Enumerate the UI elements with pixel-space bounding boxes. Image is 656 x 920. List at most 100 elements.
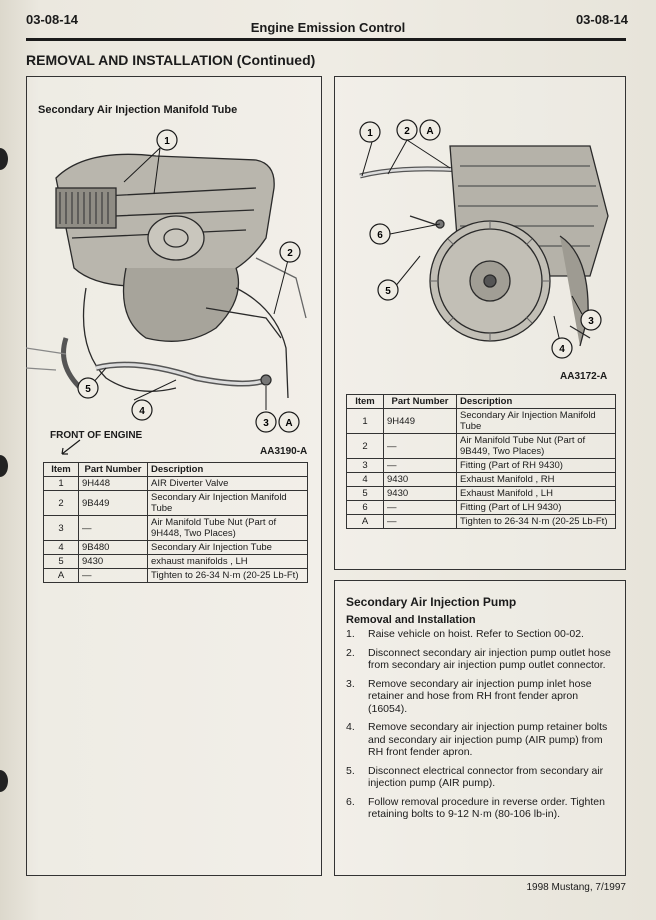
right-callout-4: 4	[559, 344, 565, 355]
part-number-cell: —	[78, 568, 148, 583]
right-callout-3: 3	[588, 316, 594, 327]
header-rule	[26, 38, 626, 41]
right-callout-5: 5	[385, 286, 391, 297]
list-item: 1. Raise vehicle on hoist. Refer to Secti…	[346, 628, 616, 641]
description-cell: Tighten to 26-34 N·m (20-25 Lb-Ft)	[147, 568, 308, 583]
item-cell: A	[43, 568, 79, 583]
right-callout-6: 6	[377, 230, 383, 241]
description-cell: Tighten to 26-34 N·m (20-25 Lb-Ft)	[456, 514, 616, 529]
table-row: 3—Fitting (Part of RH 9430)	[346, 458, 616, 473]
right-engine-illustration: 1 2 A 6 5 3 4	[359, 119, 609, 359]
description-cell: Air Manifold Tube Nut (Part of 9B449, Tw…	[456, 433, 616, 459]
table-row: 6—Fitting (Part of LH 9430)	[346, 500, 616, 515]
item-cell: 5	[346, 486, 384, 501]
item-cell: 4	[43, 540, 79, 555]
part-number-cell: 9B449	[78, 490, 148, 516]
step-number: 4.	[346, 721, 355, 733]
description-cell: Secondary Air Injection Tube	[147, 540, 308, 555]
left-figure-code: AA3190-A	[260, 446, 308, 457]
binder-hole	[0, 770, 8, 792]
front-arrow-icon	[61, 439, 81, 455]
description-cell: Secondary Air Injection Manifold Tube	[147, 490, 308, 516]
description-cell: Fitting (Part of RH 9430)	[456, 458, 616, 473]
part-number-cell: —	[78, 515, 148, 541]
part-number-cell: 9430	[78, 554, 148, 569]
page-header-title: Engine Emission Control	[250, 20, 406, 35]
list-item: 6. Follow removal procedure in reverse or…	[346, 796, 616, 821]
item-cell: 6	[346, 500, 384, 515]
list-item: 5. Disconnect electrical connector from s…	[346, 765, 616, 790]
part-number-cell: 9B480	[78, 540, 148, 555]
item-cell: 3	[43, 515, 79, 541]
item-cell: A	[346, 514, 384, 529]
list-item: 4. Remove secondary air injection pump re…	[346, 721, 616, 759]
step-text: Disconnect secondary air injection pump …	[368, 646, 611, 672]
part-number-cell: 9H449	[383, 408, 457, 434]
procedure-steps: 1. Raise vehicle on hoist. Refer to Secti…	[346, 628, 616, 827]
step-text: Raise vehicle on hoist. Refer to Section…	[368, 628, 584, 640]
section-title: REMOVAL AND INSTALLATION (Continued)	[26, 52, 316, 68]
page-number-right: 03-08-14	[575, 12, 628, 27]
table-row: 2—Air Manifold Tube Nut (Part of 9B449, …	[346, 433, 616, 459]
table-header-row: Item Part Number Description	[346, 394, 616, 409]
step-number: 6.	[346, 795, 355, 808]
description-cell: Secondary Air Injection Manifold Tube	[456, 408, 616, 434]
column-header-part-number: Part Number	[78, 462, 148, 477]
list-item: 2. Disconnect secondary air injection pum…	[346, 647, 616, 672]
column-header-part-number: Part Number	[383, 394, 457, 409]
binder-hole	[0, 148, 8, 170]
left-figure-title: Secondary Air Injection Manifold Tube	[38, 104, 238, 116]
description-cell: Fitting (Part of LH 9430)	[456, 500, 616, 515]
step-number: 2.	[346, 646, 355, 659]
left-callout-a: A	[285, 418, 292, 429]
column-header-item: Item	[43, 462, 79, 477]
page-footer: 1998 Mustang, 7/1997	[526, 882, 626, 893]
step-number: 5.	[346, 764, 355, 777]
front-of-engine-label: FRONT OF ENGINE	[50, 430, 143, 441]
binder-hole	[0, 455, 8, 477]
left-callout-4: 4	[139, 406, 145, 417]
step-text: Remove secondary air injection pump reta…	[368, 721, 608, 758]
part-number-cell: 9430	[383, 472, 457, 487]
item-cell: 2	[346, 433, 384, 459]
part-number-cell: —	[383, 458, 457, 473]
part-number-cell: 9H448	[78, 476, 148, 491]
item-cell: 2	[43, 490, 79, 516]
item-cell: 4	[346, 472, 384, 487]
right-figure-code: AA3172-A	[560, 371, 608, 382]
table-row: A—Tighten to 26-34 N·m (20-25 Lb-Ft)	[43, 568, 308, 583]
description-cell: Air Manifold Tube Nut (Part of 9H448, Tw…	[147, 515, 308, 541]
column-header-item: Item	[346, 394, 384, 409]
pump-section-title: Secondary Air Injection Pump	[346, 595, 517, 609]
part-number-cell: 9430	[383, 486, 457, 501]
part-number-cell: —	[383, 500, 457, 515]
table-row: A—Tighten to 26-34 N·m (20-25 Lb-Ft)	[346, 514, 616, 529]
step-number: 1.	[346, 628, 355, 640]
description-cell: exhaust manifolds , LH	[147, 554, 308, 569]
step-number: 3.	[346, 677, 355, 690]
page-number-left: 03-08-14	[26, 12, 79, 27]
table-row: 3—Air Manifold Tube Nut (Part of 9H448, …	[43, 515, 308, 541]
right-callout-1: 1	[367, 128, 373, 139]
right-callout-a: A	[426, 126, 433, 137]
part-number-cell: —	[383, 433, 457, 459]
list-item: 3. Remove secondary air injection pump in…	[346, 678, 616, 716]
table-header-row: Item Part Number Description	[43, 462, 308, 477]
right-callout-2: 2	[404, 126, 410, 137]
pump-procedure-panel	[334, 580, 626, 876]
step-text: Remove secondary air injection pump inle…	[368, 677, 592, 715]
description-cell: Exhaust Manifold , LH	[456, 486, 616, 501]
step-text: Disconnect electrical connector from sec…	[368, 764, 604, 790]
item-cell: 5	[43, 554, 79, 569]
step-text: Follow removal procedure in reverse orde…	[368, 795, 605, 821]
pump-section-subtitle: Removal and Installation	[346, 614, 476, 626]
